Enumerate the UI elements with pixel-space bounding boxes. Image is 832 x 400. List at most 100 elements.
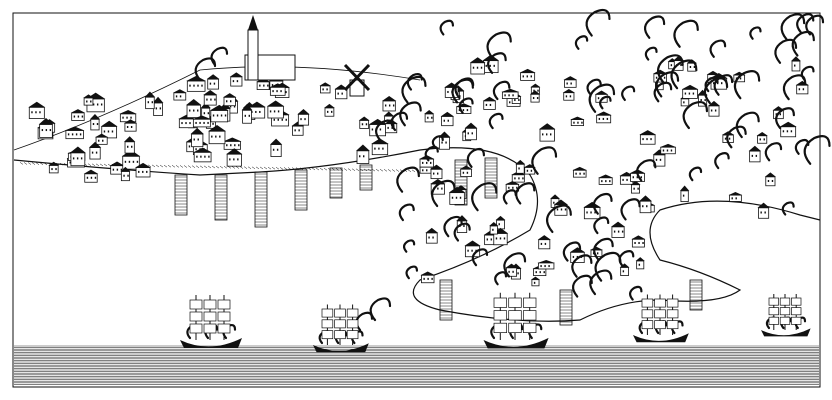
house-window [86,100,88,103]
frame-border [12,12,821,388]
house-window [326,110,329,113]
house-window [391,126,393,129]
house-roof [530,276,541,280]
house-wall [483,100,496,110]
ship-sail [641,298,654,308]
house-window [560,208,563,211]
house-roof [501,88,520,93]
house-window [755,154,758,157]
house-window [189,109,191,112]
house-wall [441,116,454,127]
house-window [480,66,483,69]
wharf [329,167,343,199]
house [269,138,283,157]
shore-hatch [255,166,260,170]
house-roof [186,98,202,106]
house-window [541,133,544,136]
house-wall [791,60,801,72]
shore-hatch [179,165,184,168]
house [489,221,499,235]
house-window [285,91,287,94]
shore-hatch [227,166,232,169]
smoke-curl [764,142,783,162]
house-roof [537,235,551,240]
house-wall [563,92,575,101]
house [537,235,551,250]
house-wall [430,168,443,180]
house [562,88,575,101]
house-roof [172,89,187,93]
house-window [670,64,673,67]
smoke-curl [714,152,730,170]
house-roof [95,133,109,138]
shore-hatch [19,162,24,165]
house [297,108,310,126]
house-window [244,114,246,117]
house-window [556,208,559,211]
wharf [294,169,308,211]
house-roof [598,174,614,178]
house-roof [652,69,668,74]
house-window [575,172,577,175]
house-window [124,160,127,163]
ship-hull [313,343,369,353]
house-roof [519,68,536,73]
house-wall [207,78,219,90]
ship-hull [761,328,811,337]
house-roof [109,161,125,166]
shore-hatch [395,169,400,172]
house-window [569,95,572,98]
house [192,115,212,128]
house-window [193,109,195,112]
shore-hatch [95,163,100,167]
house-window [204,155,206,158]
smoke-curl [704,76,719,93]
house-roof [420,271,436,276]
house-roof [89,114,101,120]
house [89,114,101,131]
ship-sail [217,323,231,334]
house-window [689,65,692,68]
house-window [123,174,125,177]
house-roof [563,76,578,80]
smoke-curl [355,311,374,332]
house-roof [529,90,541,95]
house-window [207,121,209,124]
house-window [512,186,514,189]
house-window [341,92,343,95]
house [795,80,809,95]
house-window [224,114,227,117]
house-window [209,82,212,85]
house-wall [758,207,770,219]
smoke-curl [396,166,420,193]
shore-hatch [215,165,220,169]
house-roof [124,136,136,142]
house [206,74,220,90]
house-roof [448,186,466,193]
house [537,259,555,270]
house-wall [335,88,348,100]
house-window [642,241,644,244]
house-window [159,107,162,110]
house-window [489,64,491,67]
house-roof [223,137,242,142]
smoke-curl [486,31,512,60]
house-window [565,95,568,98]
shore-hatch [319,167,324,171]
house-window [189,122,191,125]
shore-hatch [383,169,388,172]
house-window [455,196,458,199]
house-roof [425,227,439,233]
house-window [272,90,274,93]
ship [483,292,549,349]
house-window [640,176,642,179]
house-wall [83,97,94,106]
house-window [138,170,140,173]
house-window [670,149,673,152]
house-window [633,187,635,190]
house-window [392,104,395,107]
house-window [485,64,487,67]
house-window [498,223,500,226]
house-window [427,116,429,119]
smoke-curl [726,125,747,149]
